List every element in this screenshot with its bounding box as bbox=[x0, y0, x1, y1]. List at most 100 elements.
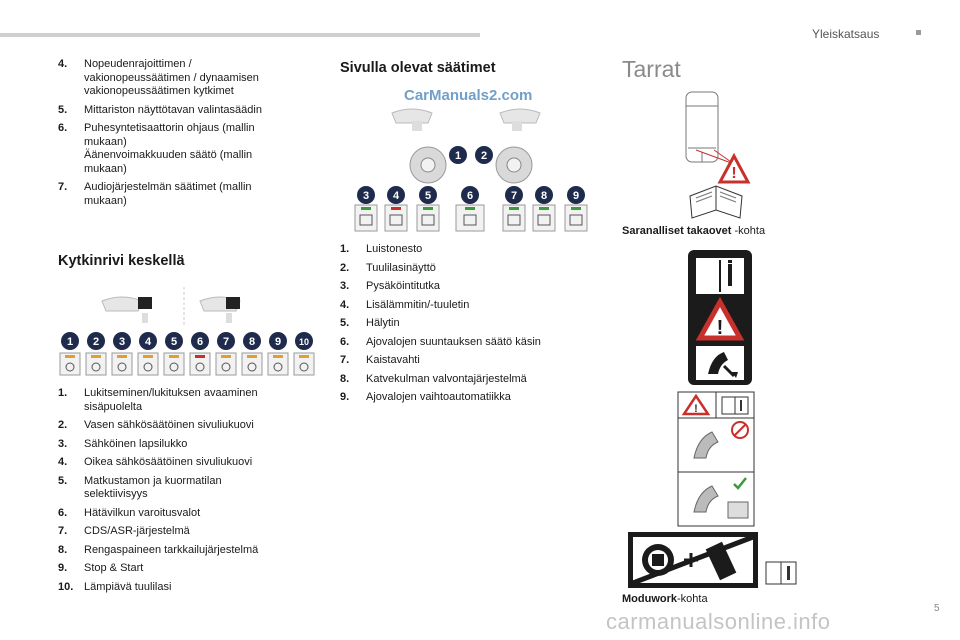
switch-button bbox=[564, 204, 588, 232]
callout-badge: 8 bbox=[243, 332, 261, 350]
list-item: 6.Hätävilkun varoitusvalot bbox=[58, 507, 308, 521]
display-block-left bbox=[138, 297, 152, 309]
list-item: 4.Nopeudenrajoittimen / vakionopeussääti… bbox=[58, 58, 298, 99]
warning-label-dark: ! bbox=[688, 250, 752, 385]
item-text: Audiojärjestelmän säätimet (mallin mukaa… bbox=[84, 181, 252, 207]
svg-text:!: ! bbox=[731, 165, 736, 182]
section-title: Yleiskatsaus bbox=[812, 27, 880, 41]
rear-doors-caption-bold: Saranalliset takaovet bbox=[622, 225, 732, 237]
callout-badge: 10 bbox=[295, 332, 313, 350]
item-text: Luistonesto bbox=[366, 243, 423, 255]
callout-badge: 8 bbox=[535, 186, 553, 204]
item-text: Oikea sähkösäätöinen sivuliukuovi bbox=[84, 456, 253, 468]
rear-doors-caption: Saranalliset takaovet -kohta bbox=[622, 225, 765, 237]
svg-text:4: 4 bbox=[393, 190, 400, 202]
item-number: 7. bbox=[58, 525, 68, 537]
callout-badge: 2 bbox=[87, 332, 105, 350]
item-text: CDS/ASR-järjestelmä bbox=[84, 525, 190, 537]
item-text: Hätävilkun varoitusvalot bbox=[84, 506, 201, 519]
svg-text:9: 9 bbox=[573, 190, 579, 202]
seat-allowed-icon bbox=[693, 477, 749, 519]
moduwork-caption: Moduwork-kohta bbox=[622, 593, 708, 605]
switch-button bbox=[455, 204, 485, 232]
svg-text:8: 8 bbox=[249, 336, 255, 348]
center-row-heading: Kytkinrivi keskellä bbox=[58, 253, 185, 269]
switch-button bbox=[85, 352, 107, 376]
item-number: 5. bbox=[340, 317, 350, 329]
callout-badge: 3 bbox=[113, 332, 131, 350]
watermark-top: CarManuals2.com bbox=[404, 87, 533, 104]
item-number: 6. bbox=[58, 122, 68, 134]
svg-text:1: 1 bbox=[455, 150, 461, 162]
rear-doors-caption-rest: -kohta bbox=[731, 225, 766, 237]
callout-badge: 5 bbox=[419, 186, 437, 204]
callout-badge: 2 bbox=[475, 146, 493, 164]
item-text: Kaistavahti bbox=[366, 354, 420, 366]
item-text: Ajovalojen suuntauksen säätö käsin bbox=[366, 335, 541, 348]
list-item: 1.Luistonesto bbox=[340, 243, 590, 257]
callout-badge: 4 bbox=[139, 332, 157, 350]
item-text: Lisälämmitin/-tuuletin bbox=[366, 298, 470, 311]
section-marker bbox=[916, 30, 921, 35]
warning-triangle-icon: ! bbox=[717, 152, 751, 184]
svg-text:7: 7 bbox=[511, 190, 517, 202]
svg-text:4: 4 bbox=[145, 336, 152, 348]
svg-text:1: 1 bbox=[67, 336, 73, 348]
item-text: Lämpiävä tuulilasi bbox=[84, 580, 172, 593]
item-number: 4. bbox=[340, 298, 350, 311]
seat-warning-label: ! bbox=[677, 391, 755, 527]
manual-book-icon bbox=[765, 561, 797, 585]
manual-book-icon bbox=[721, 396, 749, 415]
item-number: 8. bbox=[340, 372, 350, 385]
steering-controls-list: 4.Nopeudenrajoittimen / vakionopeussääti… bbox=[58, 58, 298, 213]
callout-badge: 9 bbox=[567, 186, 585, 204]
callout-badge: 4 bbox=[387, 186, 405, 204]
svg-text:8: 8 bbox=[541, 190, 547, 202]
item-number: 4. bbox=[58, 456, 68, 468]
item-text: Matkustamon ja kuormatilan selektiivisyy… bbox=[84, 474, 222, 501]
callout-badge: 7 bbox=[505, 186, 523, 204]
van-top-view bbox=[685, 91, 719, 163]
item-text: Mittariston näyttötavan valintasäädin bbox=[84, 103, 262, 116]
item-number: 10. bbox=[58, 580, 74, 593]
item-number: 5. bbox=[58, 103, 68, 116]
switch-button bbox=[293, 352, 315, 376]
moduwork-caption-rest: -kohta bbox=[677, 593, 708, 605]
item-number: 7. bbox=[58, 181, 68, 193]
callout-badge: 3 bbox=[357, 186, 375, 204]
dashboard-sketch bbox=[101, 287, 241, 327]
switch-button bbox=[189, 352, 211, 376]
header-bar bbox=[0, 33, 480, 37]
rear-doors-label-illustration: ! bbox=[685, 91, 751, 219]
switch-button bbox=[59, 352, 81, 376]
svg-text:9: 9 bbox=[275, 336, 281, 348]
seat-prohibited-icon bbox=[693, 421, 749, 459]
svg-text:6: 6 bbox=[197, 336, 203, 348]
svg-text:3: 3 bbox=[119, 336, 125, 348]
switch-button bbox=[111, 352, 133, 376]
svg-text:2: 2 bbox=[93, 336, 99, 348]
switch-button bbox=[215, 352, 237, 376]
switch-button bbox=[241, 352, 263, 376]
item-text: Stop & Start bbox=[84, 562, 144, 574]
list-item: 5.Hälytin bbox=[340, 317, 590, 331]
list-item: 2.Tuulilasinäyttö bbox=[340, 262, 590, 276]
svg-text:10: 10 bbox=[299, 337, 309, 347]
switch-button bbox=[354, 204, 378, 232]
switch-button bbox=[416, 204, 440, 232]
center-row-list: 1.Lukitseminen/lukituksen avaaminen sisä… bbox=[58, 387, 308, 599]
list-item: 9.Stop & Start bbox=[58, 562, 308, 576]
list-item: 6.Ajovalojen suuntauksen säätö käsin bbox=[340, 336, 590, 350]
list-item: 4. Oikea sähkösäätöinen sivuliukuovi bbox=[58, 456, 308, 470]
callout-badge: 1 bbox=[61, 332, 79, 350]
svg-text:5: 5 bbox=[171, 336, 177, 348]
moduwork-label-illustration bbox=[628, 532, 797, 588]
watermark-bottom: carmanualsonline.info bbox=[606, 609, 831, 634]
manual-book-icon bbox=[689, 185, 743, 219]
item-number: 1. bbox=[58, 387, 68, 399]
list-item: 8.Rengaspaineen tarkkailujärjestelmä bbox=[58, 544, 308, 558]
callout-badge: 5 bbox=[165, 332, 183, 350]
item-text: Tuulilasinäyttö bbox=[366, 261, 436, 274]
